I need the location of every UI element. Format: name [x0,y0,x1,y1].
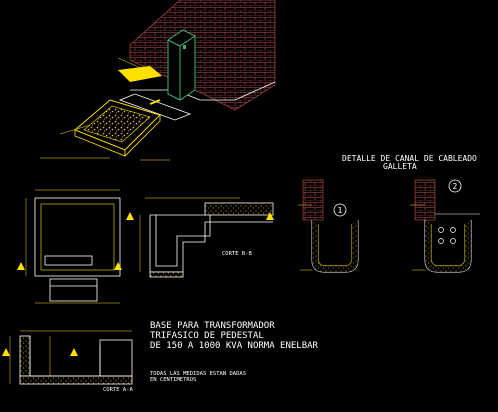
brick-wall [129,0,276,111]
detail-2: 2 [410,179,480,273]
note-line2: EN CENTIMETROS [150,377,196,383]
isometric-view [40,0,276,161]
detail-2-number: 2 [453,182,458,191]
detail-title-line1: DETALLE DE CANAL DE CABLEADO [342,154,477,163]
section-aa [2,330,133,385]
transformer-cabinet [167,29,196,101]
ground-line [130,81,276,101]
gravel-fill [83,105,151,143]
title-block: BASE PARA TRANSFORMADOR TRIFASICO DE PED… [150,321,319,383]
cable-channel [118,93,192,121]
main-title-line3: DE 150 A 1000 KVA NORMA ENELBAR [150,341,319,351]
section-aa-label: CORTE A-A [103,387,133,393]
cover-plate [118,66,162,82]
detail-title-line2: GALLETA [383,162,417,171]
section-bb-label: CORTE B-B [222,251,252,257]
main-title-line1: BASE PARA TRANSFORMADOR [150,321,275,331]
detail-1: 1 [298,179,359,273]
plan-view [17,189,122,304]
main-title-line2: TRIFASICO DE PEDESTAL [150,331,264,341]
section-bb [126,197,274,278]
note-line1: TODAS LAS MEDIDAS ESTAN DADAS [150,371,246,377]
detail-1-number: 1 [338,206,343,215]
